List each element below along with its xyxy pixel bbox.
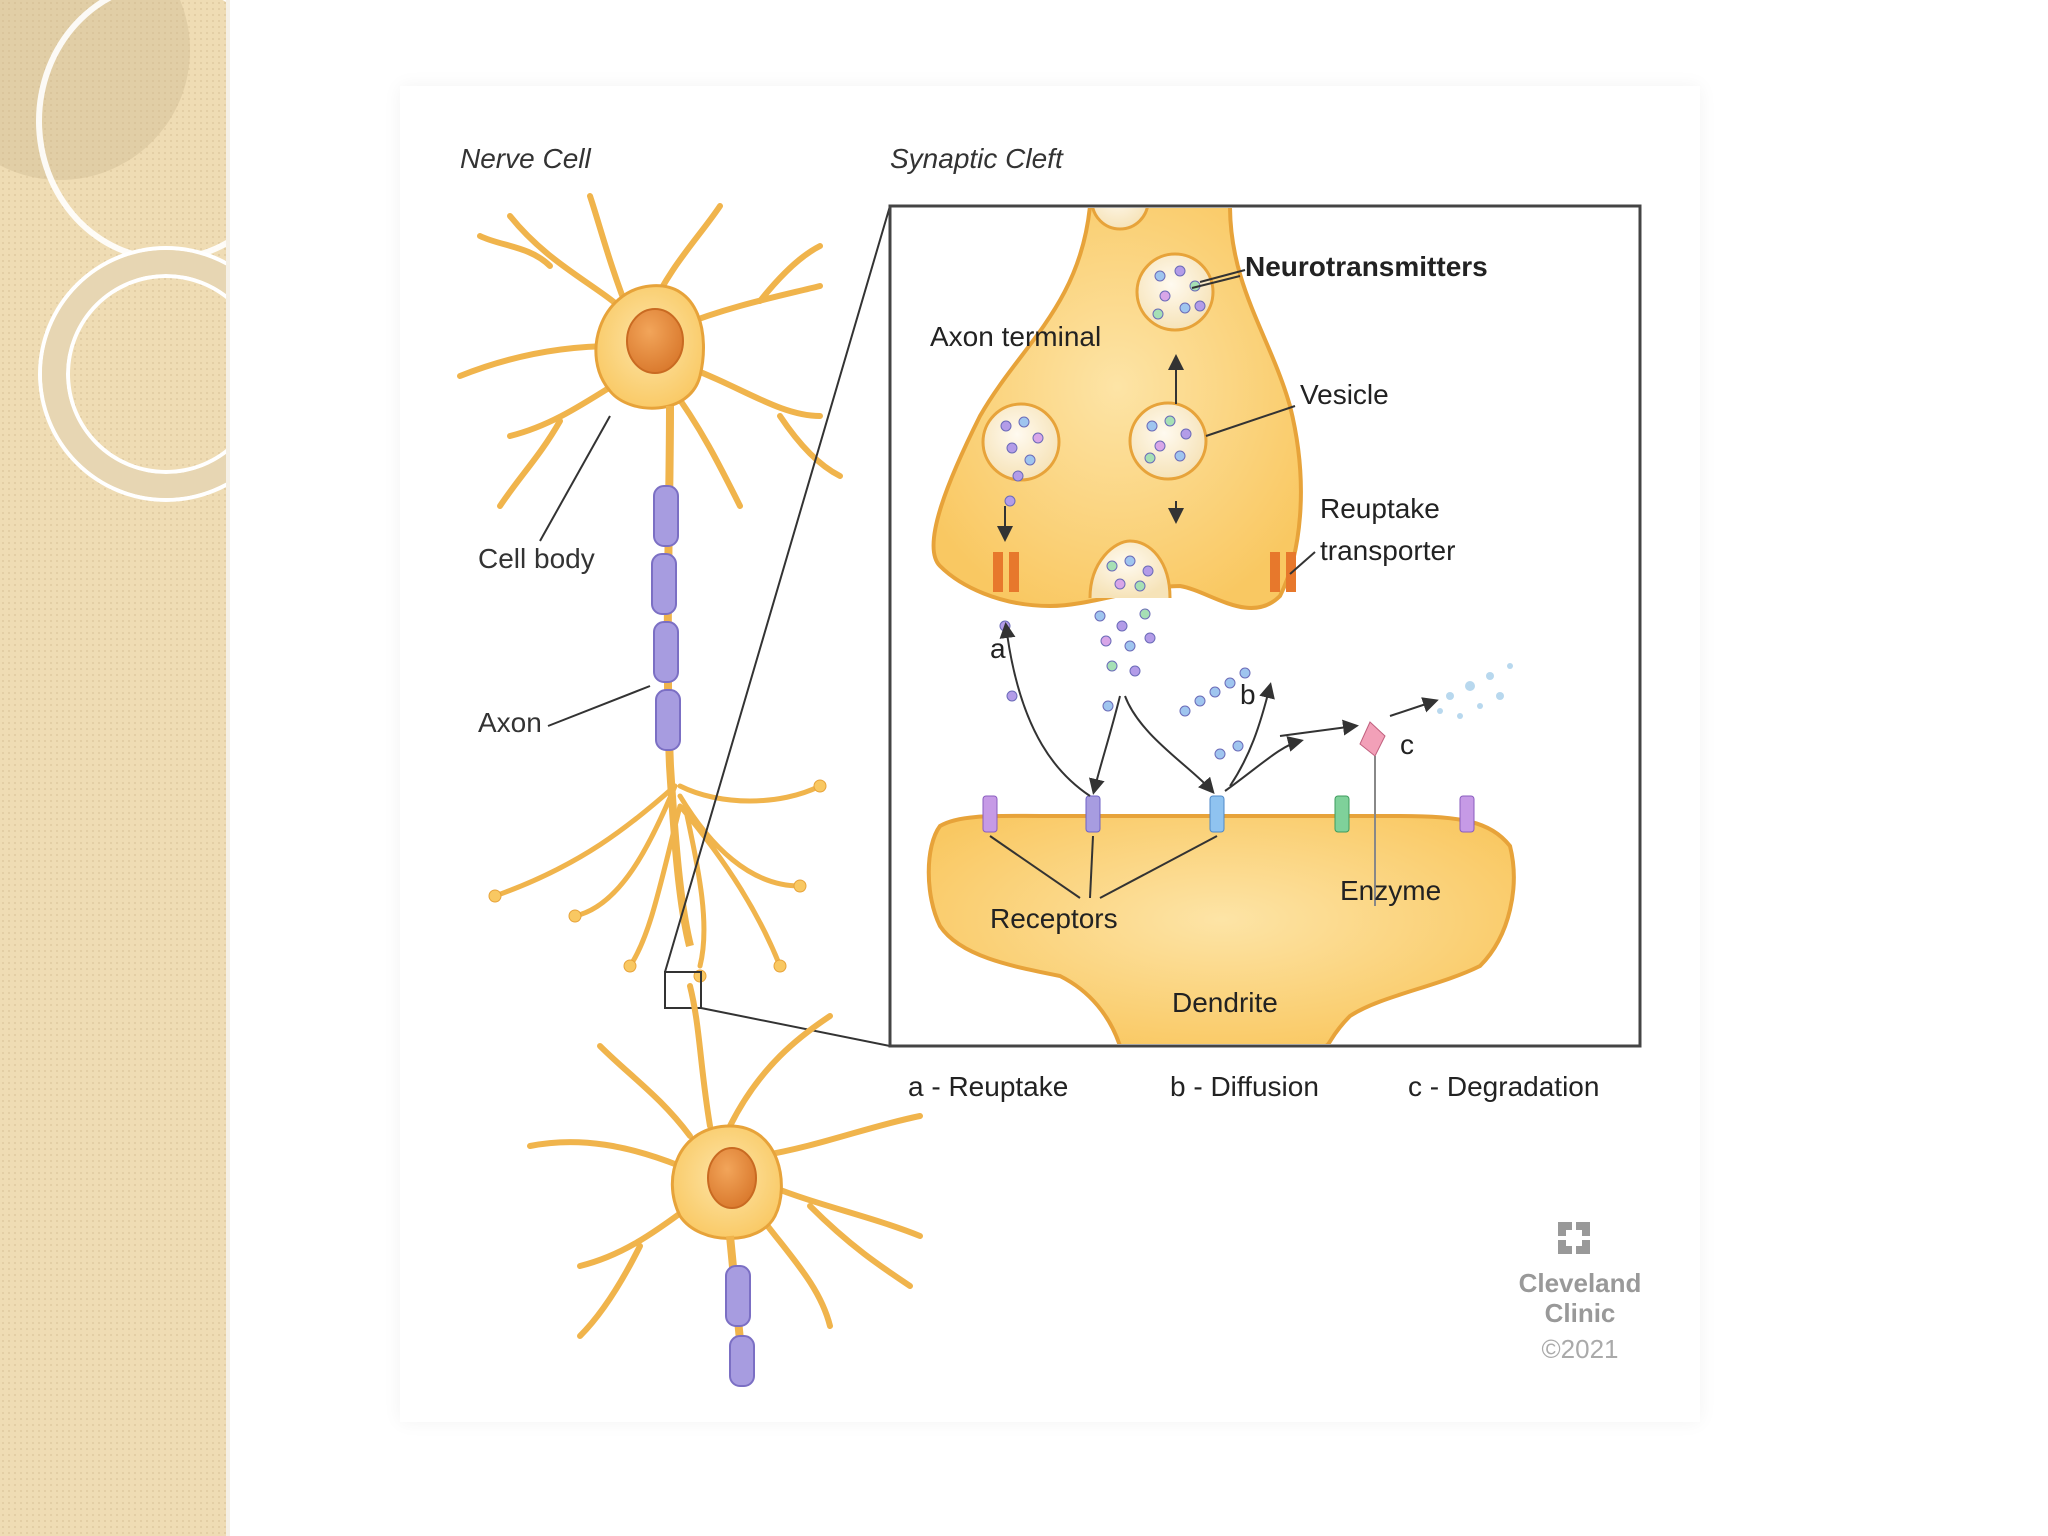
- synaptic-cleft-heading: Synaptic Cleft: [890, 143, 1064, 174]
- vesicle: [1135, 252, 1215, 332]
- myelin-sheath: [651, 553, 677, 615]
- vesicle: [1128, 401, 1208, 481]
- marker-a: a: [990, 633, 1006, 664]
- legend-diffusion: b - Diffusion: [1170, 1071, 1319, 1102]
- axon-label: Axon: [478, 707, 542, 738]
- marker-c: c: [1400, 729, 1414, 760]
- upper-neuron: [457, 193, 843, 509]
- cell-body-label: Cell body: [478, 543, 595, 574]
- synapse-diagram-figure: Nerve Cell Synaptic Cleft Cell: [400, 86, 1700, 1422]
- sidebar-edge: [226, 0, 230, 1536]
- vesicle-label: Vesicle: [1300, 379, 1389, 410]
- enzyme-label: Enzyme: [1340, 875, 1441, 906]
- reuptake-transporter-label-line1: Reuptake: [1320, 493, 1440, 524]
- myelin-sheath: [653, 485, 679, 547]
- reuptake-transporter-label-line2: transporter: [1320, 535, 1455, 566]
- decorative-ring: [36, 0, 226, 262]
- vesicle: [981, 402, 1061, 482]
- fusing-vesicle: [1088, 539, 1172, 599]
- dendrite: [926, 813, 1516, 1044]
- axon: [488, 405, 827, 983]
- synapse-diagram: Nerve Cell Synaptic Cleft Cell: [457, 143, 1642, 1387]
- decorative-ring: [42, 250, 226, 498]
- legend-degradation: c - Degradation: [1408, 1071, 1599, 1102]
- cleveland-clinic-logo-icon: [1558, 1222, 1590, 1254]
- myelin-sheath: [655, 689, 681, 751]
- cell-body-pointer: [539, 415, 611, 542]
- myelin-sheath: [729, 1335, 755, 1387]
- axon-pointer: [547, 685, 651, 727]
- degraded-molecules: [1437, 663, 1513, 719]
- neurotransmitters-label: Neurotransmitters: [1245, 251, 1488, 282]
- zoom-region-box: [664, 971, 702, 1009]
- receptors: [982, 795, 1475, 833]
- receptors-label: Receptors: [990, 903, 1118, 934]
- logo-line2: Clinic: [1545, 1298, 1616, 1328]
- flow-arrows: [997, 354, 1439, 797]
- logo-line1: Cleveland: [1519, 1268, 1642, 1298]
- slide-sidebar-decoration: [0, 0, 226, 1536]
- myelin-sheath: [653, 621, 679, 683]
- zoom-connector-line: [700, 1007, 891, 1047]
- myelin-sheath: [725, 1265, 751, 1327]
- marker-b: b: [1240, 679, 1256, 710]
- vesicle: [1091, 208, 1149, 231]
- lower-neuron: [527, 983, 923, 1387]
- axon-terminal-label: Axon terminal: [930, 321, 1101, 352]
- synaptic-cleft-inset: [888, 204, 1642, 1048]
- label-pointers: [989, 269, 1316, 899]
- zoom-connector-line: [664, 205, 891, 973]
- logo-copyright: ©2021: [1542, 1334, 1619, 1364]
- nerve-cell-heading: Nerve Cell: [460, 143, 591, 174]
- legend-reuptake: a - Reuptake: [908, 1071, 1068, 1102]
- cell-body-nucleus: [626, 308, 684, 374]
- dendrite-label: Dendrite: [1172, 987, 1278, 1018]
- cleveland-clinic-logo: Cleveland Clinic ©2021: [1519, 1222, 1642, 1364]
